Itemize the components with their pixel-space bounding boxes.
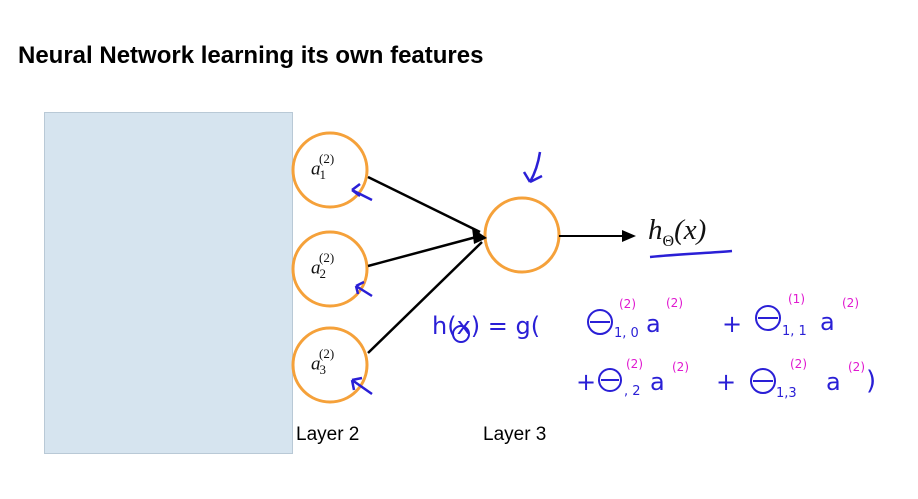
input-layer-cover <box>44 112 293 454</box>
hypothesis-underline <box>649 249 733 259</box>
theta-13 <box>750 368 776 394</box>
hidden-node-3 <box>291 326 369 404</box>
sup-a0: (2) <box>666 296 683 310</box>
hidden-node-1 <box>291 131 369 209</box>
edge-1-out <box>367 175 481 234</box>
sup-theta-11: (1) <box>788 292 805 306</box>
sup-theta-10: (2) <box>619 297 636 311</box>
edge-arrowhead <box>472 228 487 244</box>
hw-theta-12-index: , 2 <box>624 384 641 399</box>
hw-plus-3: + <box>716 368 737 396</box>
page-title: Neural Network learning its own features <box>18 42 484 69</box>
sup-a1: (2) <box>842 296 859 310</box>
sup-a2: (2) <box>672 360 689 374</box>
output-arrowhead <box>622 230 636 242</box>
handwritten-equation-line1: h(x) = g( <box>432 312 541 340</box>
edge-3-out <box>367 241 483 354</box>
hw-a1: a <box>820 308 835 336</box>
hw-plus-1: + <box>722 310 743 338</box>
hidden-node-2 <box>291 230 369 308</box>
output-node <box>483 196 561 274</box>
blue-arrow-node1 <box>351 183 373 202</box>
hw-theta-13-index: 1,3 <box>776 386 797 401</box>
hw-close-paren: ) <box>866 366 877 396</box>
sup-theta-12: (2) <box>626 357 643 371</box>
hw-a0: a <box>646 310 661 338</box>
theta-12 <box>598 368 622 392</box>
hypothesis-label: hΘ(x) <box>648 214 707 250</box>
blue-check-arrow <box>522 151 543 184</box>
hw-theta-10-index: 1, 0 <box>614 326 639 341</box>
theta-11 <box>755 305 781 331</box>
blue-arrow-node2 <box>354 280 373 298</box>
sup-a3: (2) <box>848 360 865 374</box>
theta-10 <box>587 309 613 335</box>
layer-2-label: Layer 2 <box>296 424 360 445</box>
hidden-node-2-label: a2(2) <box>311 250 335 282</box>
blue-arrow-node3 <box>350 376 373 396</box>
sup-theta-13: (2) <box>790 357 807 371</box>
hw-plus-2: + <box>576 368 597 396</box>
hw-a3: a <box>826 368 841 396</box>
hidden-node-1-label: a1(2) <box>311 151 335 183</box>
hw-a2: a <box>650 368 665 396</box>
edge-2-out <box>367 234 481 268</box>
hidden-node-3-label: a3(2) <box>311 346 335 378</box>
theta-hyp <box>452 325 470 343</box>
layer-3-label: Layer 3 <box>483 424 547 445</box>
hw-theta-11-index: 1, 1 <box>782 324 807 339</box>
